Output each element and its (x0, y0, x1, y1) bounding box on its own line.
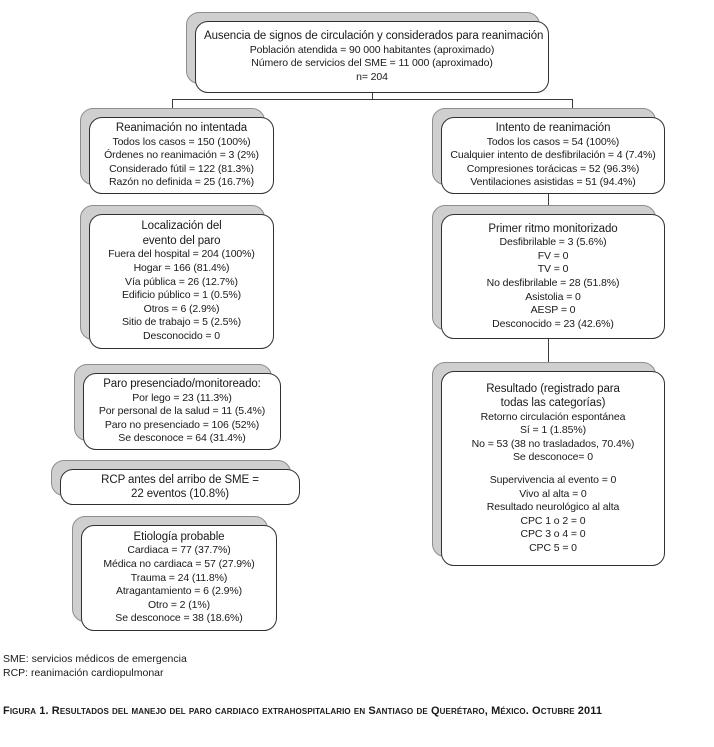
node-line: Por personal de la salud = 11 (5.4%) (98, 405, 266, 418)
node-line: Se desconoce= 0 (513, 451, 593, 464)
figure-caption: Figura 1. Resultados del manejo del paro… (3, 705, 603, 717)
node-line: Resultado (registrado para (486, 382, 620, 395)
node-line: Médica no cardiaca = 57 (27.9%) (103, 558, 255, 571)
node-line: 22 eventos (10.8%) (131, 488, 229, 500)
node-line: Ventilaciones asistidas = 51 (94.4%) (470, 176, 636, 189)
connector-right1-right2 (548, 190, 549, 208)
node-line: todas las categorías) (500, 397, 606, 410)
node-line: Atragantamiento = 6 (2.9%) (115, 585, 243, 598)
footnote-sme: SME: servicios médicos de emergencia (3, 653, 187, 665)
connector-split-left-down (172, 99, 173, 111)
node-line: Primer ritmo monitorizado (488, 222, 618, 235)
node-line: No desfibrilable = 28 (51.8%) (486, 276, 620, 289)
node-line: Intento de reanimación (495, 122, 611, 135)
node-line: Fuera del hospital = 204 (100%) (108, 248, 255, 261)
node-line: TV = 0 (537, 263, 569, 276)
node-line: RCP antes del arribo de SME = (101, 473, 259, 486)
node-line: evento del paro (142, 234, 221, 247)
node-line: Sí = 1 (1.85%) (519, 424, 586, 437)
node-line: Cardiaca = 77 (37.7%) (127, 544, 231, 557)
node-line: Órdenes no reanimación = 3 (2%) (104, 149, 259, 162)
node-card: Resultado (registrado para todas las cat… (441, 371, 665, 566)
node-card: Paro presenciado/monitoreado: Por lego =… (83, 373, 281, 450)
node-line: Reanimación no intentada (115, 122, 248, 135)
node-line: Otros = 6 (2.9%) (143, 302, 220, 315)
node-line: Retorno circulación espontánea (480, 410, 626, 423)
node-line: Considerado fútil = 122 (81.3%) (109, 162, 254, 175)
node-line: Desconocido = 0 (142, 329, 220, 342)
node-root[interactable]: Ausencia de signos de circulación y cons… (186, 12, 549, 93)
node-line: Hogar = 166 (81.4%) (133, 262, 230, 275)
node-intento-de-reanimacion[interactable]: Intento de reanimación Todos los casos =… (432, 108, 665, 194)
node-line: Supervivencia al evento = 0 (489, 473, 617, 486)
node-line: Compresiones torácicas = 52 (96.3%) (466, 162, 640, 175)
node-line: Resultado neurológico al alta (486, 501, 620, 514)
node-line: Razón no definida = 25 (16.7%) (109, 176, 254, 189)
node-line: Trauma = 24 (11.8%) (130, 571, 228, 584)
node-line: Todos los casos = 54 (100%) (486, 135, 620, 148)
node-line: Todos los casos = 150 (100%) (112, 135, 251, 148)
node-line: n= 204 (356, 71, 388, 84)
node-card: Localización del evento del paro Fuera d… (89, 214, 274, 349)
node-line: Por lego = 23 (11.3%) (132, 391, 232, 404)
node-line: Edificio público = 1 (0.5%) (122, 289, 241, 302)
node-card: Etiología probable Cardiaca = 77 (37.7%)… (81, 525, 277, 631)
node-resultado-registrado-todas-categorias[interactable]: Resultado (registrado para todas las cat… (432, 362, 665, 566)
node-localizacion-evento-paro[interactable]: Localización del evento del paro Fuera d… (80, 205, 274, 349)
node-line: Etiología probable (133, 530, 225, 543)
connector-right2-right3 (548, 338, 549, 362)
footnotes: SME: servicios médicos de emergencia RCP… (3, 652, 187, 680)
node-line: Paro presenciado/monitoreado: (103, 378, 261, 391)
footnote-rcp: RCP: reanimación cardiopulmonar (3, 667, 164, 679)
node-line: Se desconoce = 64 (31.4%) (118, 432, 246, 445)
node-etiologia-probable[interactable]: Etiología probable Cardiaca = 77 (37.7%)… (72, 516, 277, 631)
node-paro-presenciado-monitoreado[interactable]: Paro presenciado/monitoreado: Por lego =… (74, 364, 281, 450)
node-line: Población atendida = 90 000 habitantes (… (249, 43, 495, 56)
node-line: AESP = 0 (530, 304, 576, 317)
node-line: No = 53 (38 no trasladados, 70.4%) (471, 437, 635, 450)
node-card: Reanimación no intentada Todos los casos… (89, 117, 274, 194)
node-rcp-antes-arribo-sme[interactable]: RCP antes del arribo de SME = 22 eventos… (51, 460, 300, 505)
node-primer-ritmo-monitorizado[interactable]: Primer ritmo monitorizado Desfibrilable … (432, 205, 665, 339)
node-line: Ausencia de signos de circulación y cons… (204, 30, 544, 43)
connector-split-horizontal (172, 99, 573, 100)
node-line: Sitio de trabajo = 5 (2.5%) (122, 316, 241, 329)
node-line: CPC 5 = 0 (529, 541, 577, 554)
connector-split-right-down (572, 99, 573, 111)
node-line: Desfibrilable = 3 (5.6%) (499, 236, 607, 249)
node-line: Vía pública = 26 (12.7%) (125, 275, 238, 288)
node-reanimacion-no-intentada[interactable]: Reanimación no intentada Todos los casos… (80, 108, 274, 194)
node-line: Asistolia = 0 (525, 290, 581, 303)
node-line: FV = 0 (537, 249, 569, 262)
node-line-spacer (450, 465, 656, 474)
node-card: Ausencia de signos de circulación y cons… (195, 21, 549, 93)
node-card: RCP antes del arribo de SME = 22 eventos… (60, 469, 300, 505)
node-line: Desconocido = 23 (42.6%) (492, 317, 614, 330)
node-card: Intento de reanimación Todos los casos =… (441, 117, 665, 194)
node-line: Se desconoce = 38 (18.6%) (115, 612, 243, 625)
node-line: Otro = 2 (1%) (147, 598, 210, 611)
node-line: CPC 3 o 4 = 0 (520, 528, 586, 541)
node-line: CPC 1 o 2 = 0 (520, 514, 586, 527)
node-card: Primer ritmo monitorizado Desfibrilable … (441, 214, 665, 339)
node-line: Número de servicios del SME = 11 000 (ap… (251, 57, 493, 70)
node-line: Cualquier intento de desfibrilación = 4 … (450, 149, 656, 162)
node-line: Vivo al alta = 0 (519, 487, 587, 500)
node-line: Localización del (141, 220, 222, 233)
node-line: Paro no presenciado = 106 (52%) (104, 418, 260, 431)
